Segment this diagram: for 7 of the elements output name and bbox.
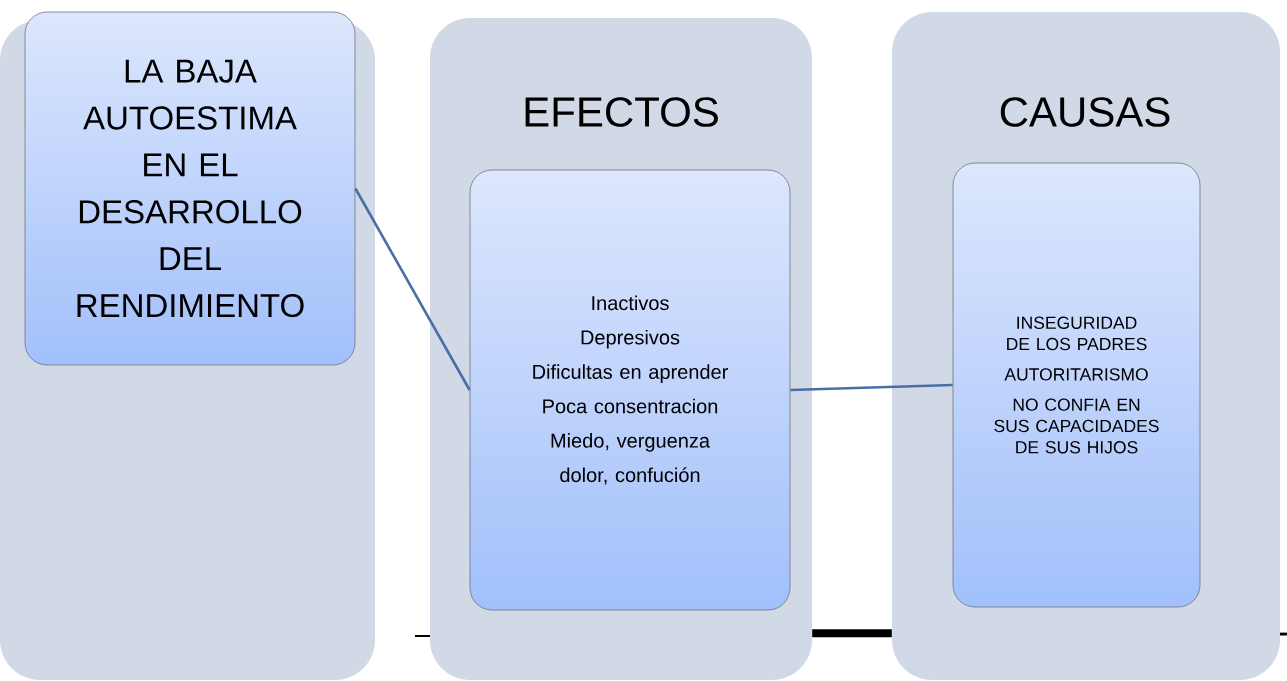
panel-heading: CAUSAS — [1000, 97, 1170, 127]
text-box: Inactivos Depresivos Dificultas en aprender Poca consentracion Miedo, verguenza dolor, confución — [469, 169, 791, 611]
panel-heading: EFECTOS — [525, 97, 718, 127]
text-box: INSEGURIDAD DE LOS PADRES AUTORITARISMO NO CONFIA EN SUS CAPACIDADES DE SUS HIJOS — [952, 162, 1201, 608]
connector-line — [790, 383, 953, 392]
connector-line — [354, 187, 471, 391]
text-box: LA BAJA AUTOESTIMA EN EL DESARROLLO DEL RENDIMIENTO — [24, 11, 356, 366]
